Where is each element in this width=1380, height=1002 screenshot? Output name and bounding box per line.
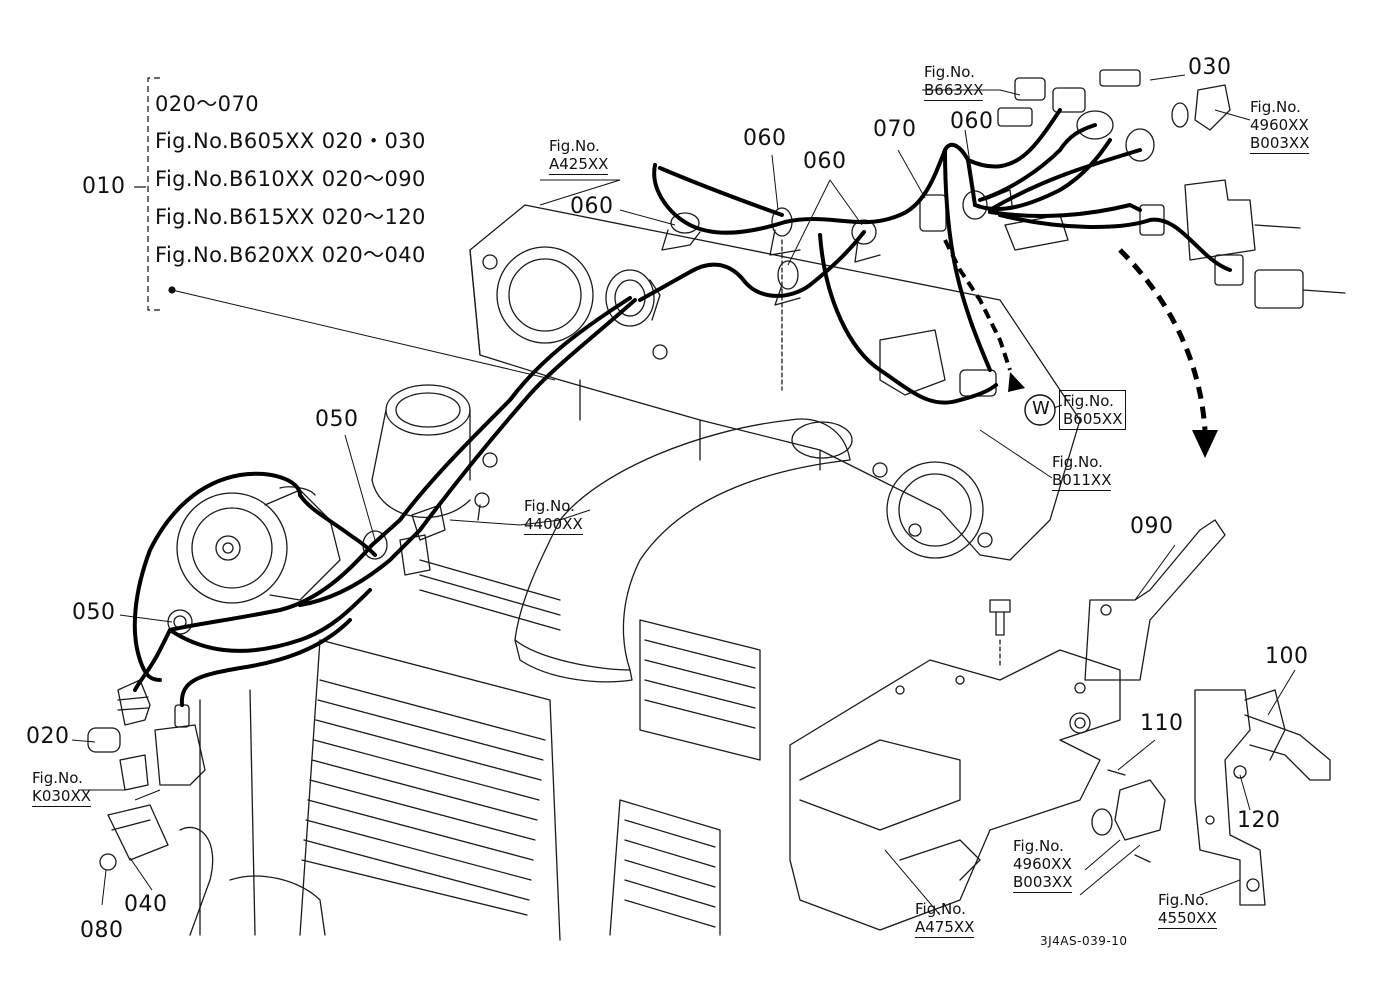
fig-4400: Fig.No. 4400XX [524,497,583,535]
view-arrow [1008,248,1218,458]
part-080: 080 [80,918,124,943]
part-020: 020 [26,724,70,749]
radiator [179,559,761,941]
fig-k030: Fig.No. K030XX [32,769,92,807]
part-040: 040 [124,892,168,917]
part-010: 010 [82,174,126,199]
part-060-a: 060 [570,194,614,219]
part-090: 090 [1130,514,1174,539]
part-060-d: 060 [950,109,994,134]
part-120: 120 [1237,808,1281,833]
group-row-2: Fig.No.B605XX 020・030 [155,129,426,153]
horn [176,486,341,604]
group-row-1: 020～070 [155,92,259,116]
part-110: 110 [1140,711,1184,736]
fig-b011: Fig.No. B011XX [1052,453,1112,491]
fig-b663: Fig.No. B663XX [924,63,984,101]
group-row-4: Fig.No.B615XX 020～120 [155,205,426,229]
fig-4960-bottom: Fig.No. 4960XX B003XX [1013,837,1073,893]
wire-marker [1024,394,1056,426]
bolt-floor [989,599,1011,669]
part-100: 100 [1265,644,1309,669]
part-050-top: 050 [315,407,359,432]
bracket-090 [1074,519,1226,694]
fig-a475: Fig.No. A475XX [915,900,975,938]
engine-block [469,204,1081,561]
fig-b605: Fig.No. B605XX [1059,390,1127,430]
wire-marker-label: W [1032,398,1051,419]
group-brace [134,77,176,311]
floor-panel [789,649,1121,931]
wire-harness [132,108,1232,707]
fig-4550: Fig.No. 4550XX [1158,891,1217,929]
fig-a425: Fig.No. A425XX [549,137,609,175]
sensor-bracket [1194,689,1331,906]
sensor-bottom [1091,769,1166,863]
part-060-c: 060 [803,149,847,174]
turbo-inlet [371,384,471,519]
connectors-left [87,609,206,871]
part-060-b: 060 [743,126,787,151]
part-050-left: 050 [72,600,116,625]
group-row-5: Fig.No.B620XX 020～040 [155,243,426,267]
sensor-top [1171,84,1301,261]
part-030: 030 [1188,55,1232,80]
group-row-3: Fig.No.B610XX 020～090 [155,167,426,191]
leader-lines [71,74,1296,916]
wire-to-b605 [943,239,1012,371]
band-clamps [661,189,1013,391]
drawing-code: 3J4AS-039-10 [1040,934,1128,948]
intake-pipe [514,418,853,683]
part-070: 070 [873,117,917,142]
fig-4960-top: Fig.No. 4960XX B003XX [1250,98,1310,154]
